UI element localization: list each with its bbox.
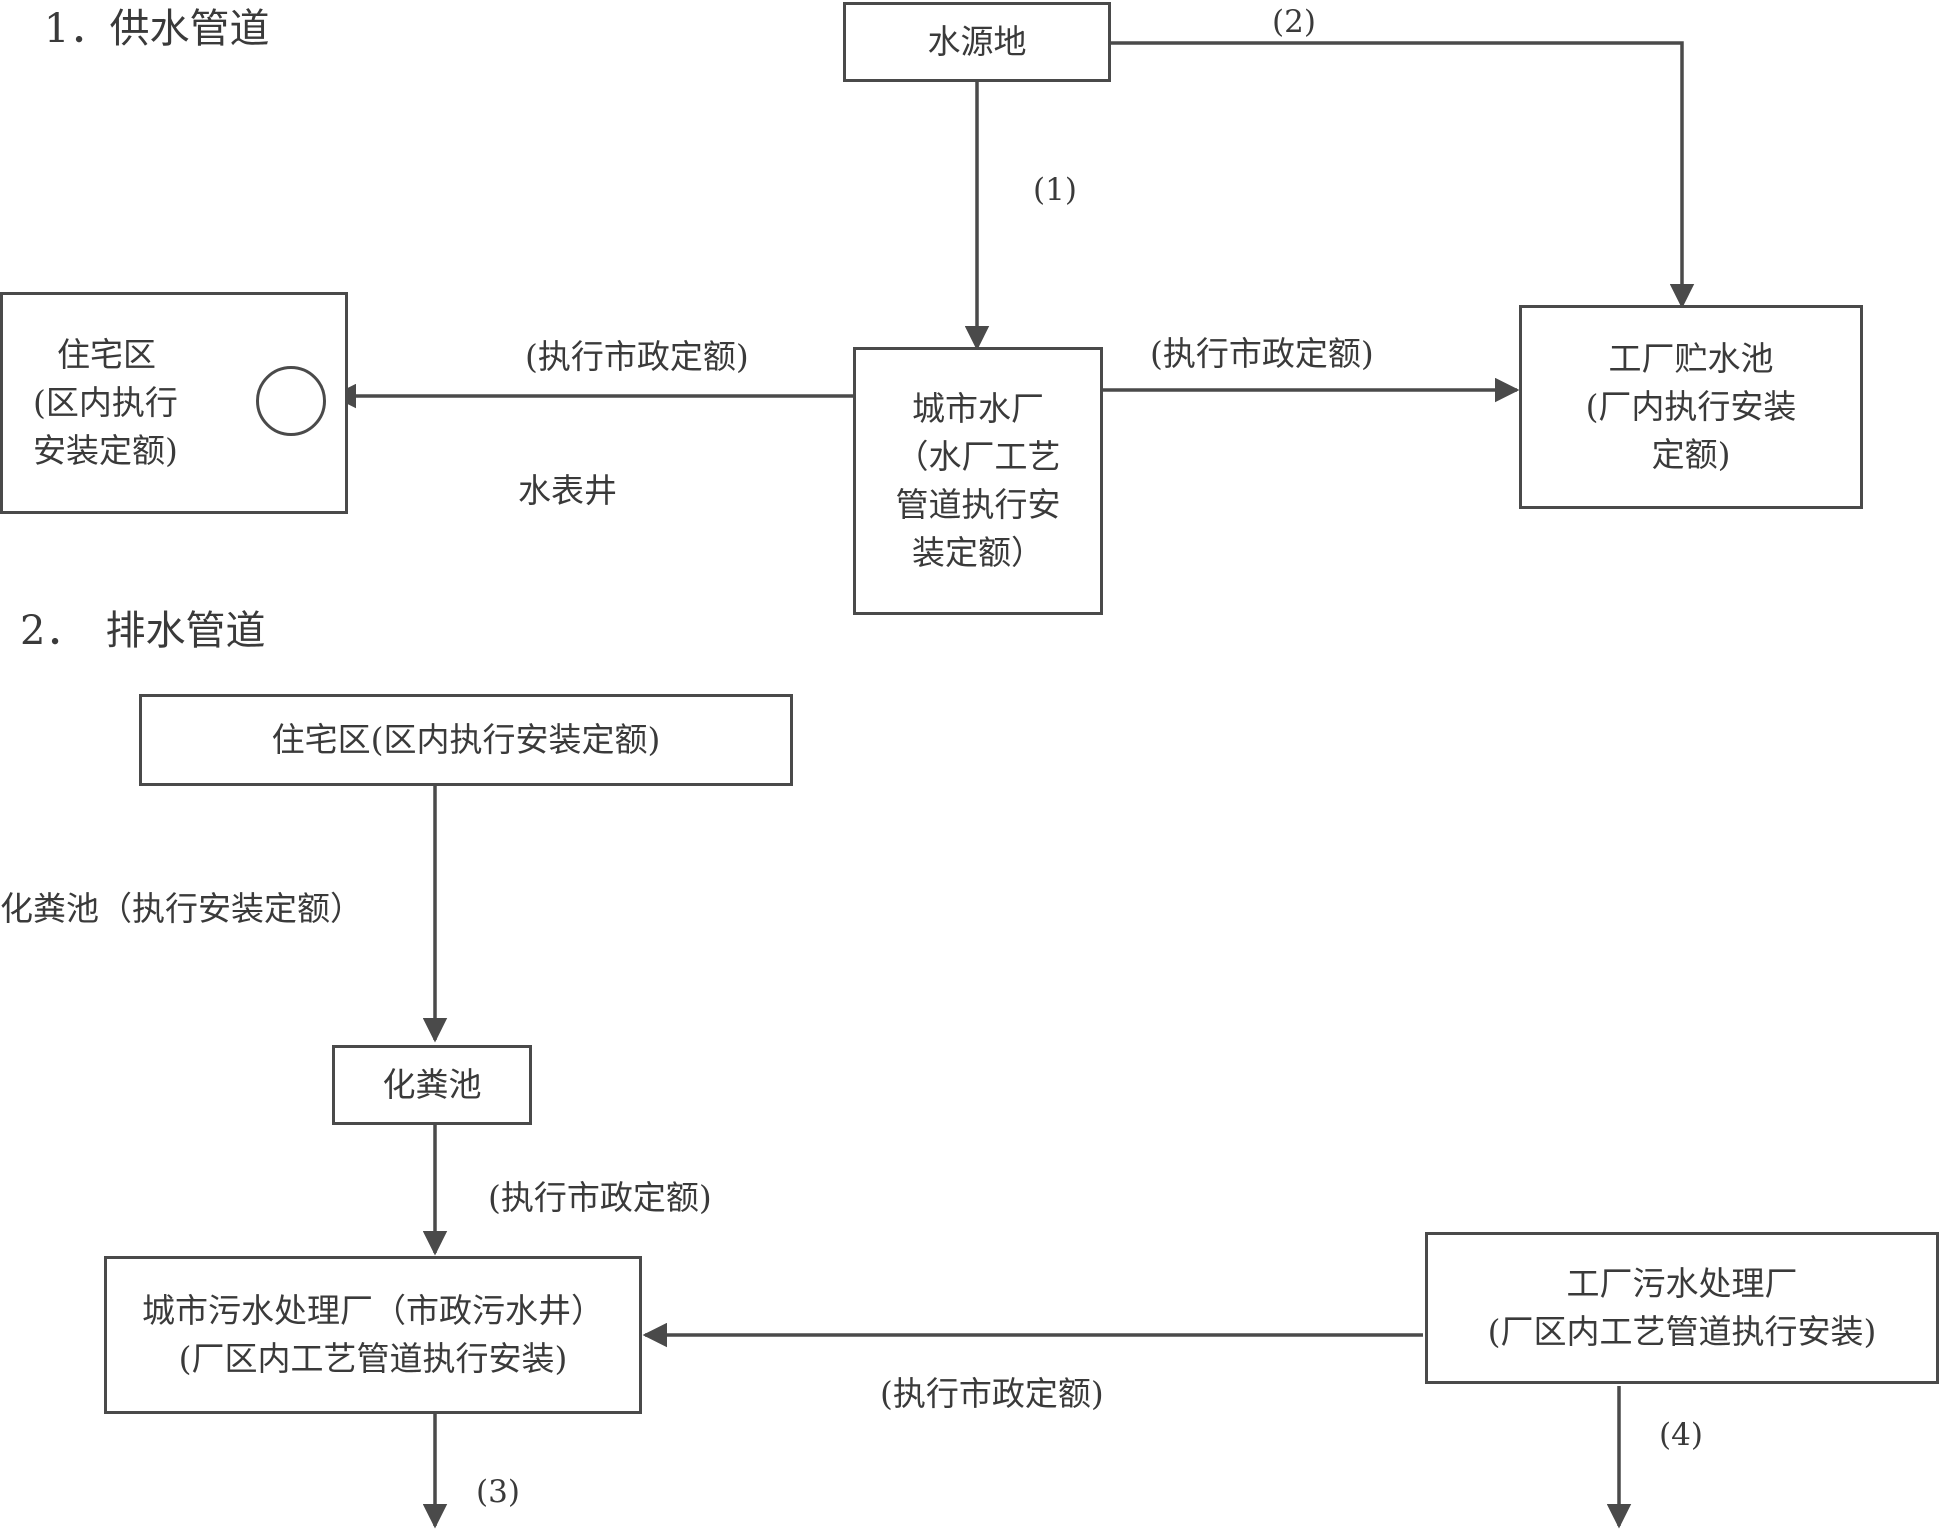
water-source-label: 水源地 xyxy=(927,22,1027,62)
city-sewage-line2: (厂区内工艺管道执行安装) xyxy=(178,1339,568,1378)
factory-tank-box: 工厂贮水池 (厂内执行安装 定额) xyxy=(1519,305,1863,509)
meter-well-label: 水表井 xyxy=(518,471,617,510)
label-municipal-septic: (执行市政定额) xyxy=(488,1178,712,1217)
drainage-heading: 2． 排水管道 xyxy=(20,608,266,654)
factory-sewage-plant-box: 工厂污水处理厂 (厂区内工艺管道执行安装) xyxy=(1425,1232,1939,1384)
septic-tank-box: 化粪池 xyxy=(332,1045,532,1125)
city-plant-line4: 装定额） xyxy=(912,532,1044,572)
city-plant-line3: 管道执行安 xyxy=(895,485,1061,524)
city-plant-line1: 城市水厂 xyxy=(912,389,1044,429)
city-sewage-plant-box: 城市污水处理厂（市政污水井） (厂区内工艺管道执行安装) xyxy=(104,1256,642,1414)
label-municipal-residential: (执行市政定额) xyxy=(525,337,749,376)
residential-label-line1: 住宅区 xyxy=(57,335,156,375)
label-route-2: (2) xyxy=(1272,4,1316,40)
factory-sewage-line2: (厂区内工艺管道执行安装) xyxy=(1487,1312,1877,1351)
drainage-residential-box: 住宅区(区内执行安装定额) xyxy=(139,694,793,786)
label-outflow-3: (3) xyxy=(476,1474,520,1510)
city-plant-line2: （水厂工艺 xyxy=(895,437,1061,477)
factory-tank-line1: 工厂贮水池 xyxy=(1608,339,1774,379)
arrow-source-to-factory-tank xyxy=(1110,41,1695,309)
septic-note-label: 化粪池（执行安装定额） xyxy=(0,889,363,928)
factory-sewage-line1: 工厂污水处理厂 xyxy=(1566,1264,1798,1304)
residential-label-line2: (区内执行 xyxy=(33,383,178,423)
city-sewage-line1: 城市污水处理厂（市政污水井） xyxy=(142,1291,604,1331)
residential-label-line3: 安装定额) xyxy=(33,430,178,470)
label-outflow-4: (4) xyxy=(1659,1417,1703,1453)
meter-well-circle xyxy=(256,366,326,436)
label-municipal-factory: (执行市政定额) xyxy=(1150,334,1374,373)
septic-tank-label: 化粪池 xyxy=(382,1065,482,1105)
factory-tank-line3: 定额) xyxy=(1651,434,1731,474)
label-municipal-factory-sewage: (执行市政定额) xyxy=(880,1374,1104,1413)
factory-tank-line2: (厂内执行安装 xyxy=(1585,387,1797,427)
water-source-box: 水源地 xyxy=(843,2,1111,82)
drainage-residential-label: 住宅区(区内执行安装定额) xyxy=(271,720,661,760)
city-water-plant-box: 城市水厂 （水厂工艺 管道执行安 装定额） xyxy=(853,347,1103,615)
supply-heading: 1．供水管道 xyxy=(44,6,270,52)
residential-box: 住宅区 (区内执行 安装定额) xyxy=(0,292,348,514)
label-route-1: (1) xyxy=(1033,172,1077,208)
